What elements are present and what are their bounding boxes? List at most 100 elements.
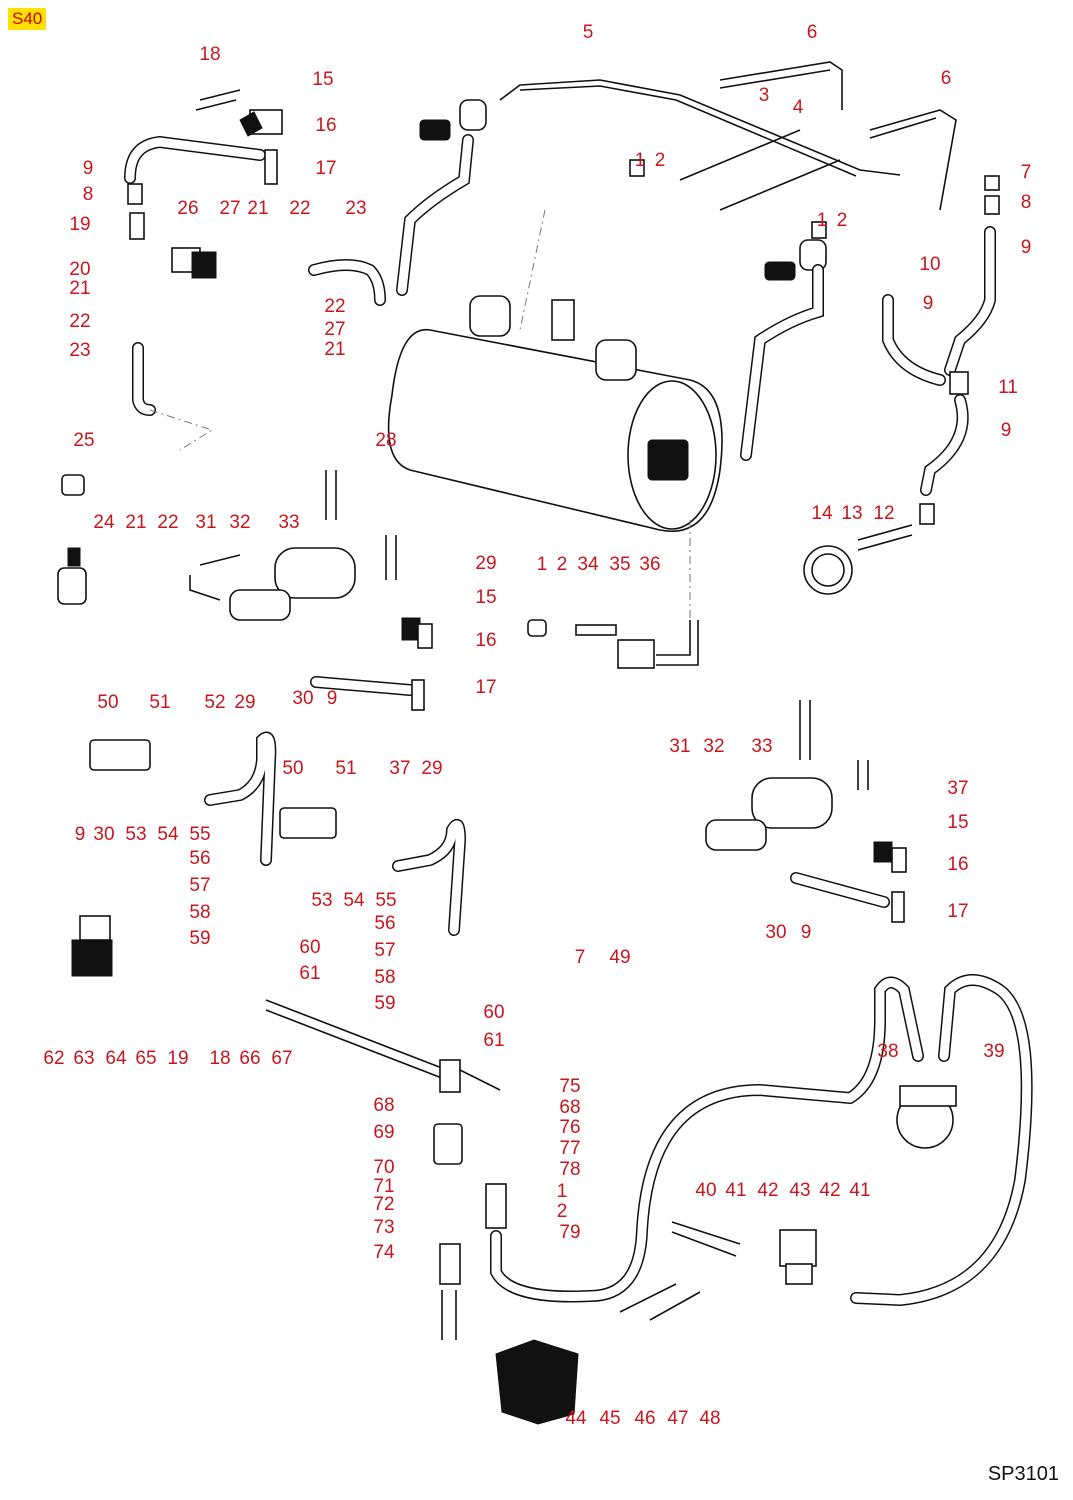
part-label-1: 1	[817, 210, 828, 231]
part-label-23: 23	[345, 198, 366, 219]
part-label-15: 15	[312, 69, 333, 90]
part-label-59: 59	[189, 928, 210, 949]
part-label-55: 55	[375, 890, 396, 911]
diagram-artwork	[57, 61, 1033, 1425]
part-label-21: 21	[247, 198, 268, 219]
part-label-10: 10	[919, 254, 940, 275]
part-label-51: 51	[335, 758, 356, 779]
part-label-32: 32	[703, 736, 724, 757]
part-label-70: 70	[373, 1157, 394, 1178]
part-label-55: 55	[189, 824, 210, 845]
part-label-29: 29	[234, 692, 255, 713]
part-label-61: 61	[299, 963, 320, 984]
part-label-52: 52	[204, 692, 225, 713]
part-label-37: 37	[947, 778, 968, 799]
part-label-68: 68	[373, 1095, 394, 1116]
part-label-4: 4	[793, 97, 804, 118]
part-label-65: 65	[135, 1048, 156, 1069]
part-label-7: 7	[575, 947, 586, 968]
part-label-8: 8	[1021, 192, 1032, 213]
part-label-11: 11	[998, 377, 1018, 398]
part-label-9: 9	[327, 688, 338, 709]
part-label-61: 61	[483, 1030, 504, 1051]
part-label-22: 22	[157, 512, 178, 533]
part-label-22: 22	[69, 311, 90, 332]
part-label-56: 56	[189, 848, 210, 869]
part-label-64: 64	[105, 1048, 127, 1069]
part-label-21: 21	[324, 339, 345, 360]
part-label-62: 62	[43, 1048, 64, 1069]
part-label-16: 16	[315, 115, 336, 136]
part-label-42: 42	[819, 1180, 840, 1201]
part-label-66: 66	[239, 1048, 260, 1069]
part-label-71: 71	[373, 1176, 394, 1197]
part-label-32: 32	[229, 512, 250, 533]
part-label-1: 1	[537, 554, 548, 575]
part-label-44: 44	[565, 1408, 587, 1429]
part-label-76: 76	[559, 1117, 580, 1138]
part-label-30: 30	[93, 824, 114, 845]
part-label-2: 2	[837, 210, 848, 231]
part-label-34: 34	[577, 554, 599, 575]
part-label-9: 9	[75, 824, 86, 845]
part-label-6: 6	[807, 22, 818, 43]
part-label-68: 68	[559, 1097, 580, 1118]
part-label-33: 33	[751, 736, 772, 757]
part-label-41: 41	[725, 1180, 746, 1201]
part-label-3: 3	[759, 85, 770, 106]
part-label-63: 63	[73, 1048, 94, 1069]
part-label-73: 73	[373, 1217, 394, 1238]
part-label-17: 17	[475, 677, 496, 698]
part-label-37: 37	[389, 758, 410, 779]
part-label-54: 54	[157, 824, 179, 845]
part-label-1: 1	[635, 150, 646, 171]
part-label-26: 26	[177, 198, 198, 219]
drawing-code: SP3101	[987, 1463, 1059, 1485]
part-label-18: 18	[209, 1048, 230, 1069]
part-label-53: 53	[311, 890, 332, 911]
part-label-51: 51	[149, 692, 170, 713]
part-label-23: 23	[69, 340, 90, 361]
part-label-19: 19	[167, 1048, 188, 1069]
part-label-57: 57	[374, 940, 395, 961]
part-label-74: 74	[373, 1242, 395, 1263]
part-label-50: 50	[282, 758, 303, 779]
part-label-29: 29	[421, 758, 442, 779]
part-label-22: 22	[289, 198, 310, 219]
part-label-30: 30	[292, 688, 313, 709]
part-label-39: 39	[983, 1041, 1004, 1062]
part-label-27: 27	[324, 319, 345, 340]
part-label-25: 25	[73, 430, 94, 451]
part-label-35: 35	[609, 554, 630, 575]
part-label-12: 12	[873, 503, 894, 524]
part-label-56: 56	[374, 913, 395, 934]
part-label-48: 48	[699, 1408, 720, 1429]
part-label-31: 31	[669, 736, 690, 757]
part-label-28: 28	[375, 430, 396, 451]
part-label-58: 58	[189, 902, 210, 923]
part-label-78: 78	[559, 1159, 580, 1180]
part-label-9: 9	[801, 922, 812, 943]
part-label-75: 75	[559, 1076, 580, 1097]
part-label-5: 5	[583, 22, 594, 43]
part-label-46: 46	[634, 1408, 655, 1429]
part-label-60: 60	[299, 937, 320, 958]
part-label-15: 15	[475, 587, 496, 608]
part-label-2: 2	[655, 150, 666, 171]
model-badge: S40	[8, 8, 47, 30]
part-label-49: 49	[609, 947, 630, 968]
part-label-9: 9	[1021, 237, 1032, 258]
part-label-22: 22	[324, 296, 345, 317]
part-label-9: 9	[1001, 420, 1012, 441]
part-label-24: 24	[93, 512, 115, 533]
part-label-2: 2	[557, 1201, 568, 1222]
part-label-9: 9	[923, 293, 934, 314]
part-label-2: 2	[557, 554, 568, 575]
part-label-77: 77	[559, 1138, 580, 1159]
part-label-38: 38	[877, 1041, 898, 1062]
part-label-50: 50	[97, 692, 118, 713]
part-label-29: 29	[475, 553, 496, 574]
part-label-45: 45	[599, 1408, 620, 1429]
